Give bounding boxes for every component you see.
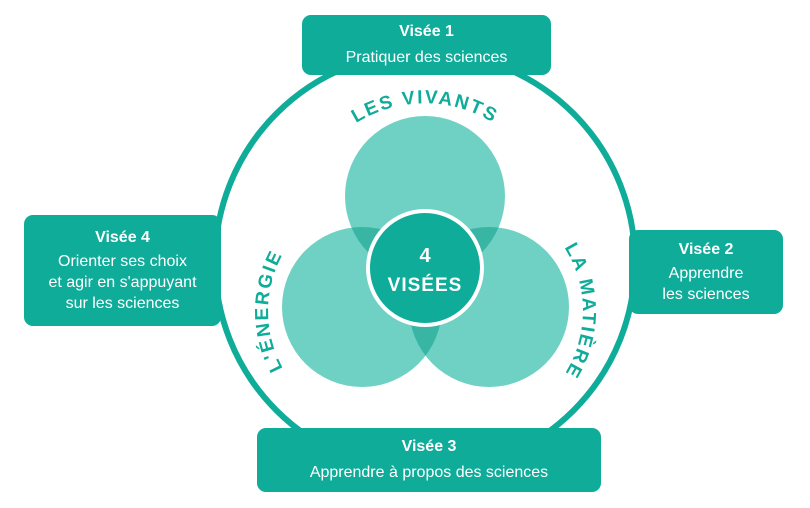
visee-1-title: Visée 1 [399, 23, 454, 40]
visee-3-box: Visée 3 Apprendre à propos des sciences [257, 428, 601, 492]
visee-4-description: Orienter ses choix et agir en s'appuyant… [48, 252, 197, 312]
center-circle [366, 209, 484, 327]
visee-2-title: Visée 2 [678, 240, 734, 258]
visee-4-title: Visée 4 [95, 228, 150, 246]
center-number: 4 [419, 245, 431, 267]
visee-2-description: Apprendre les sciences [662, 264, 750, 303]
visee-1-box: Visée 1 Pratiquer des sciences [302, 15, 551, 75]
visee-2-box: Visée 2 Apprendre les sciences [629, 230, 783, 314]
label-l-energie: L'ÉNERGIE [252, 247, 287, 376]
visee-3-title: Visée 3 [401, 438, 457, 455]
visee-4-box: Visée 4 Orienter ses choix et agir en s'… [24, 215, 221, 326]
visee-3-description: Apprendre à propos des sciences [309, 464, 549, 481]
visee-1-description: Pratiquer des sciences [345, 49, 508, 66]
center-label: VISÉES [388, 274, 463, 296]
